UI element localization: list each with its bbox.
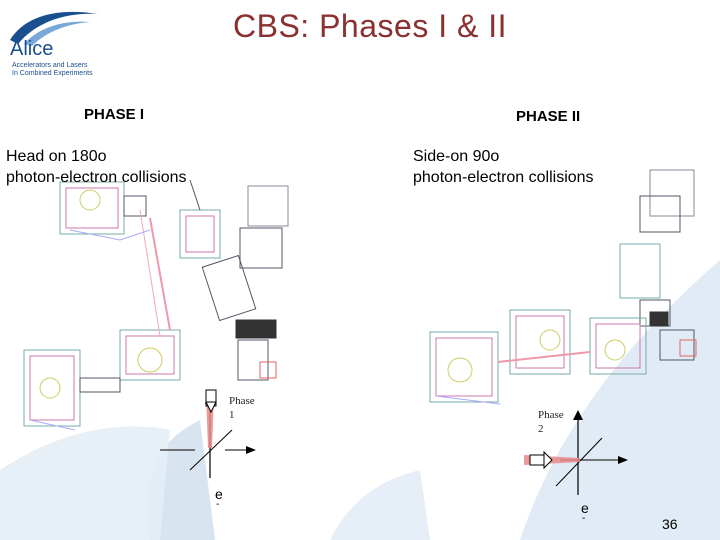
logo-tagline-1: Accelerators and Lasers <box>12 62 88 69</box>
phase2-diagram-label-line1: Phase <box>538 409 564 421</box>
phase2-electron-label: e <box>581 500 589 516</box>
phase2-heading: PHASE II <box>516 108 581 125</box>
phase2-desc-line2: photon-electron collisions <box>413 169 594 186</box>
phase1-diagram-label: Phase 1 <box>229 394 255 422</box>
phase2-description: Side-on 90o photon-electron collisions <box>413 146 594 188</box>
logo-swoosh-icon <box>10 11 98 46</box>
alice-logo: Alice Accelerators and Lasers In Combine… <box>6 4 106 80</box>
phase2-diagram-label: Phase 2 <box>538 408 564 436</box>
phase2-diagram-label-line2: 2 <box>538 423 544 435</box>
phase1-desc-line1: Head on 180o <box>6 148 107 165</box>
logo-tagline-2: In Combined Experiments <box>12 70 93 77</box>
decorative-sweep-center <box>330 470 430 540</box>
phase1-electron-label: e <box>215 486 223 502</box>
logo-name: Alice <box>10 38 54 60</box>
phase1-desc-line2: photon-electron collisions <box>6 169 187 186</box>
phase1-diagram-label-line2: 1 <box>229 409 235 421</box>
phase2-desc-line1: Side-on 90o <box>413 148 500 165</box>
phase1-electron-sup: - <box>216 499 220 510</box>
phase1-schematic <box>23 179 289 431</box>
phase1-description: Head on 180o photon-electron collisions <box>6 146 187 188</box>
phase1-heading: PHASE I <box>84 106 145 123</box>
decorative-sweep-right <box>520 260 720 540</box>
decorative-sweep-left <box>0 426 170 540</box>
phase2-interaction-diagram <box>524 410 628 495</box>
phase1-diagram-label-line1: Phase <box>229 395 255 407</box>
page-number: 36 <box>662 516 678 532</box>
phase2-schematic <box>429 169 697 405</box>
slide-title: CBS: Phases I & II <box>233 8 507 44</box>
phase2-electron-sup: - <box>582 513 586 524</box>
phase1-interaction-diagram <box>160 389 256 478</box>
